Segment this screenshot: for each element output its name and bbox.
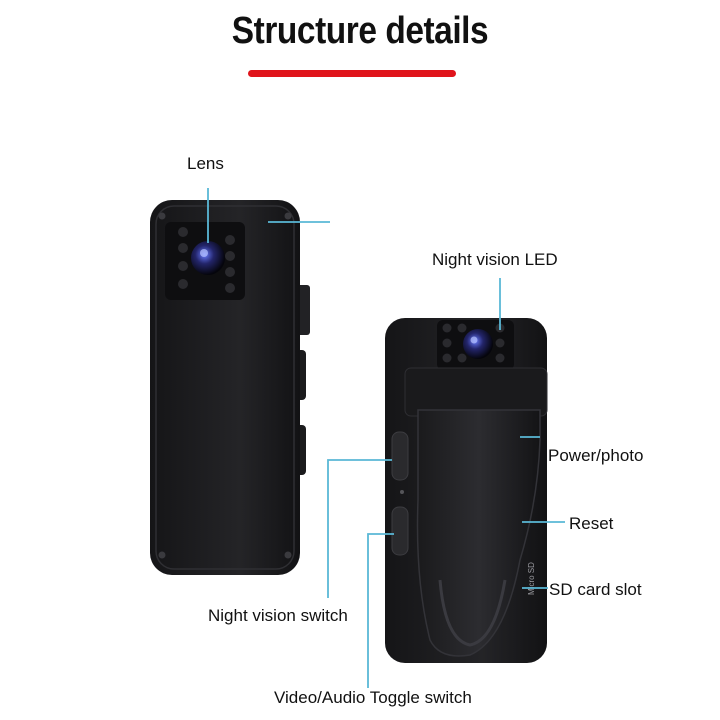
- belt-clip: [416, 409, 541, 657]
- page-title: Structure details: [231, 10, 489, 52]
- clip-hinge: [404, 367, 548, 417]
- title-underline: [248, 70, 456, 77]
- callout-night-vision-switch: Night vision switch: [208, 606, 348, 625]
- screw-icon: [284, 212, 292, 220]
- callout-reset: Reset: [569, 514, 614, 533]
- callout-power-photo: Power/photo: [548, 446, 644, 465]
- callout-sd-card-slot: SD card slot: [549, 580, 642, 599]
- night-vision-switch-icon: [391, 431, 409, 481]
- video-audio-toggle-icon: [391, 506, 409, 556]
- callout-lens: Lens: [187, 154, 224, 173]
- micro-sd-print: Micro SD: [527, 562, 536, 595]
- ir-led-icons: [178, 227, 235, 293]
- camera-back-view: Micro SD: [385, 318, 548, 663]
- screw-icon: [158, 551, 166, 559]
- camera-front-view: [150, 200, 310, 575]
- screw-icon: [284, 551, 292, 559]
- callout-night-vision-led: Night vision LED: [432, 250, 558, 269]
- callout-video-audio-toggle: Video/Audio Toggle switch: [274, 688, 472, 707]
- screw-icon: [158, 212, 166, 220]
- callout-lines: [207, 188, 565, 688]
- lens-icon: [191, 241, 225, 275]
- night-vision-led-icon: [463, 329, 493, 359]
